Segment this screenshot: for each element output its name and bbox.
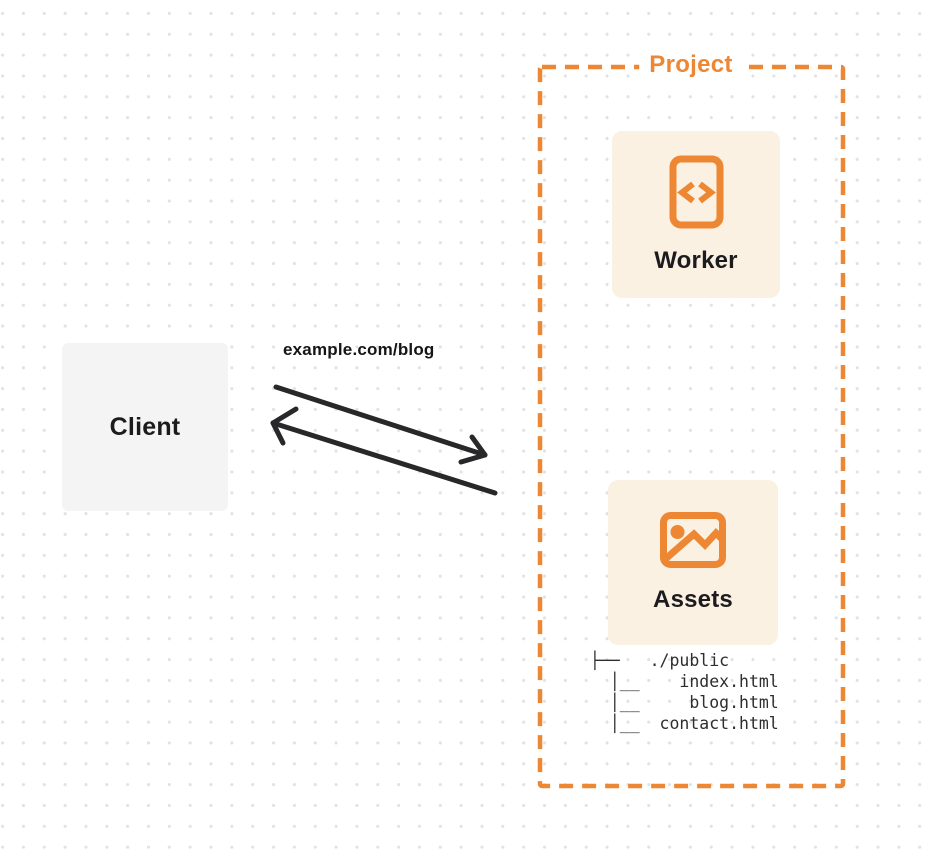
tree-line-public: ├── ./public — [590, 651, 730, 670]
assets-label: Assets — [653, 585, 733, 613]
project-label: Project — [639, 50, 743, 80]
tree-line-contact: │__ contact.html — [590, 714, 779, 733]
tree-line-blog: │__ blog.html — [590, 693, 779, 712]
assets-node: Assets — [608, 480, 778, 645]
response-arrow — [270, 406, 498, 496]
client-node: Client — [62, 343, 228, 511]
worker-label: Worker — [654, 246, 738, 274]
assets-file-tree: ├── ./public │__ index.html │__ blog.htm… — [590, 650, 779, 734]
code-icon — [669, 155, 723, 228]
request-url-label: example.com/blog — [283, 340, 435, 359]
image-icon — [660, 511, 726, 568]
client-label: Client — [109, 412, 181, 441]
tree-line-index: │__ index.html — [590, 672, 779, 691]
worker-node: Worker — [612, 131, 780, 298]
request-arrow — [273, 384, 488, 465]
